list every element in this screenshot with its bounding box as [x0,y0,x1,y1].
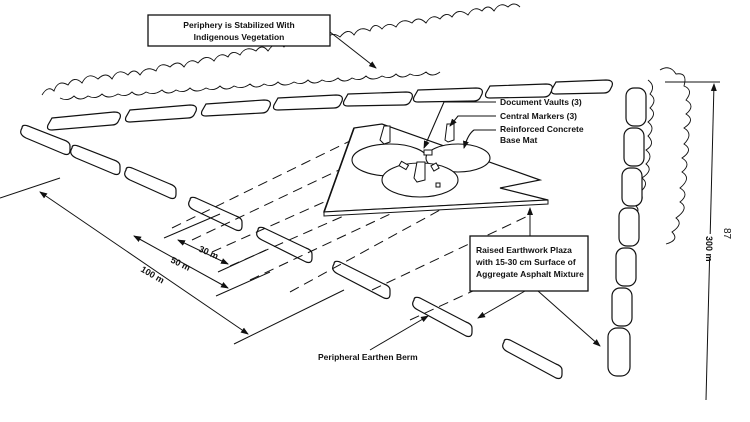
base-mat-text-line1: Reinforced Concrete [500,124,584,134]
plaza-text-line2: with 15-30 cm Surface of [475,257,576,267]
vegetation-label-line2: Indigenous Vegetation [194,32,285,42]
base-mat-text-line2: Base Mat [500,135,537,145]
document-vaults-leader [423,101,496,149]
plaza-label: Raised Earthwork Plaza with 15-30 cm Sur… [469,207,601,347]
base-mat-label: Reinforced Concrete Base Mat [463,124,584,149]
vegetation-back [41,3,521,101]
page-number: 87 [721,228,732,240]
plaza-text-line3: Aggregate Asphalt Mixture [476,269,584,279]
dim-30m-label: 30 m [197,244,220,261]
berms-back-row [46,79,613,131]
central-markers-leader [449,115,496,127]
berm-label: Peripheral Earthen Berm [318,315,429,362]
central-markers-label: Central Markers (3) [449,111,577,127]
berms-left-row [20,124,563,380]
plaza-leader-berm [477,290,526,319]
document-vaults [398,149,441,188]
vegetation-leader [329,31,377,69]
central-markers-text: Central Markers (3) [500,111,577,121]
dim-50m-label: 50 m [169,255,192,273]
dim-100m-line [39,191,249,335]
berm-leader [369,315,429,351]
berms-right-row [607,87,647,377]
vegetation-label: Periphery is Stabilized With Indigenous … [147,14,377,69]
dim-300m-label: 300 m [704,236,714,262]
central-markers [379,123,455,183]
document-vaults-label: Document Vaults (3) [423,97,582,149]
dim-100m-label: 100 m [139,264,166,285]
plaza-leader-right-berm [537,290,601,347]
berm-text: Peripheral Earthen Berm [318,352,418,362]
base-mat-leader [463,129,496,149]
plaza-text-line1: Raised Earthwork Plaza [476,245,572,255]
vegetation-label-line1: Periphery is Stabilized With [183,20,294,30]
document-vaults-text: Document Vaults (3) [500,97,582,107]
